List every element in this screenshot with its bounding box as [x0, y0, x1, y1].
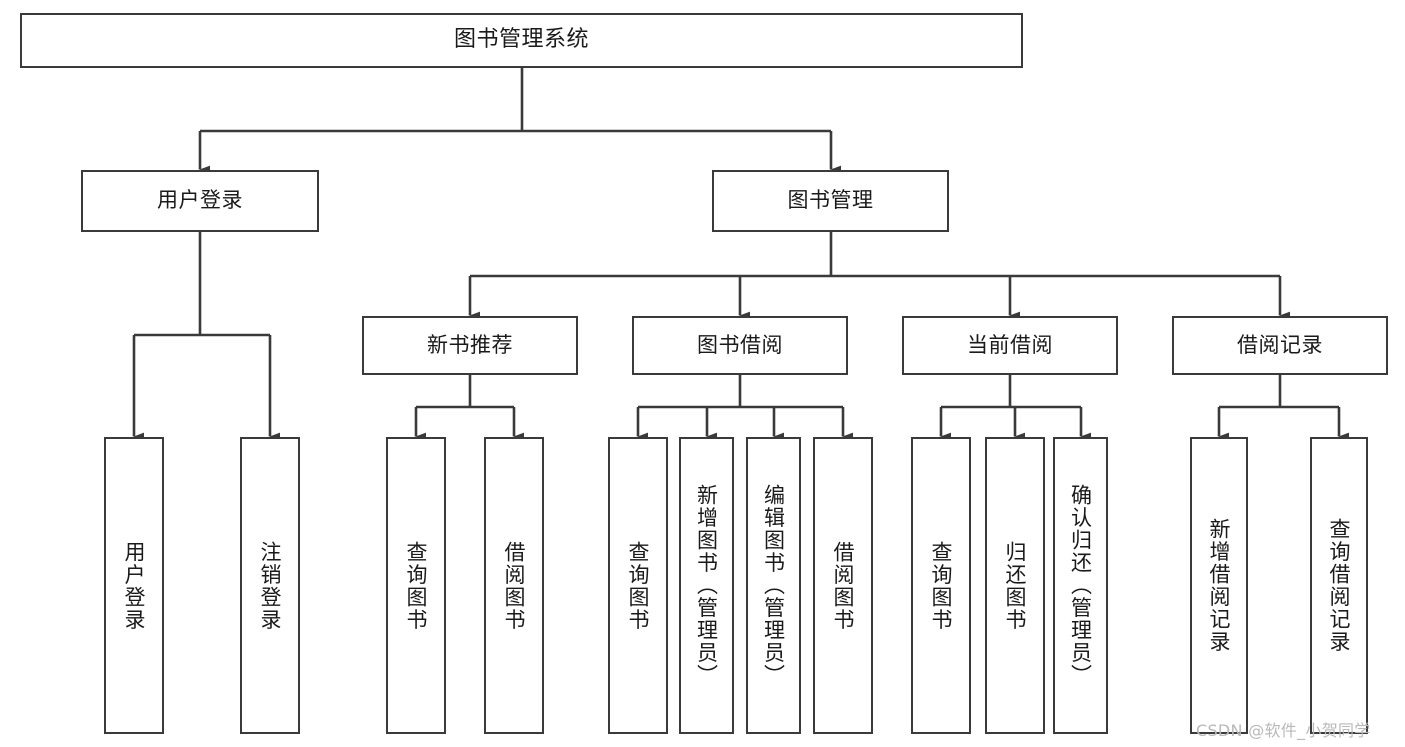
node-leaf-query-record-label: 查询借阅记录 [1327, 518, 1352, 653]
node-leaf-query-book-1[interactable]: 查询图书 [386, 437, 446, 734]
node-leaf-query-book-2-label: 查询图书 [626, 540, 651, 631]
node-new-book-rec[interactable]: 新书推荐 [362, 316, 578, 375]
node-leaf-user-login[interactable]: 用户登录 [104, 437, 164, 734]
node-leaf-add-record[interactable]: 新增借阅记录 [1190, 437, 1248, 734]
node-leaf-confirm-return-label: 确认归还（管理员） [1068, 484, 1093, 687]
node-borrow-record-label: 借阅记录 [1237, 332, 1323, 357]
csdn-watermark: CSDN @软件_小贺同学 [1196, 721, 1371, 740]
node-new-book-rec-label: 新书推荐 [427, 332, 513, 357]
node-root[interactable]: 图书管理系统 [20, 13, 1023, 68]
node-leaf-logout-label: 注销登录 [258, 540, 283, 631]
node-leaf-query-book-1-label: 查询图书 [404, 540, 429, 631]
node-current-borrow[interactable]: 当前借阅 [902, 316, 1118, 375]
node-borrow-record[interactable]: 借阅记录 [1172, 316, 1388, 375]
node-leaf-add-book[interactable]: 新增图书（管理员） [679, 437, 734, 734]
node-leaf-borrow-book-2-label: 借阅图书 [831, 540, 856, 631]
node-book-manage-label: 图书管理 [787, 188, 874, 213]
node-book-manage[interactable]: 图书管理 [712, 170, 949, 232]
node-leaf-add-record-label: 新增借阅记录 [1207, 518, 1232, 653]
node-leaf-return-book[interactable]: 归还图书 [985, 437, 1045, 734]
node-leaf-query-record[interactable]: 查询借阅记录 [1310, 437, 1368, 734]
node-user-login-label: 用户登录 [157, 188, 243, 213]
node-leaf-edit-book[interactable]: 编辑图书（管理员） [746, 437, 801, 734]
node-leaf-add-book-label: 新增图书（管理员） [694, 484, 719, 687]
node-book-borrow-label: 图书借阅 [697, 332, 783, 357]
node-book-borrow[interactable]: 图书借阅 [632, 316, 848, 375]
node-leaf-borrow-book-1-label: 借阅图书 [502, 540, 527, 631]
node-leaf-query-book-3[interactable]: 查询图书 [911, 437, 971, 734]
node-leaf-confirm-return[interactable]: 确认归还（管理员） [1053, 437, 1108, 734]
node-leaf-borrow-book-1[interactable]: 借阅图书 [484, 437, 544, 734]
node-root-label: 图书管理系统 [453, 27, 589, 53]
node-leaf-return-book-label: 归还图书 [1003, 540, 1028, 631]
node-current-borrow-label: 当前借阅 [967, 332, 1053, 357]
node-leaf-borrow-book-2[interactable]: 借阅图书 [813, 437, 873, 734]
node-user-login[interactable]: 用户登录 [81, 170, 319, 232]
node-leaf-edit-book-label: 编辑图书（管理员） [761, 484, 786, 687]
node-leaf-logout[interactable]: 注销登录 [240, 437, 300, 734]
node-leaf-query-book-2[interactable]: 查询图书 [608, 437, 668, 734]
node-leaf-user-login-label: 用户登录 [122, 540, 147, 631]
node-leaf-query-book-3-label: 查询图书 [929, 540, 954, 631]
